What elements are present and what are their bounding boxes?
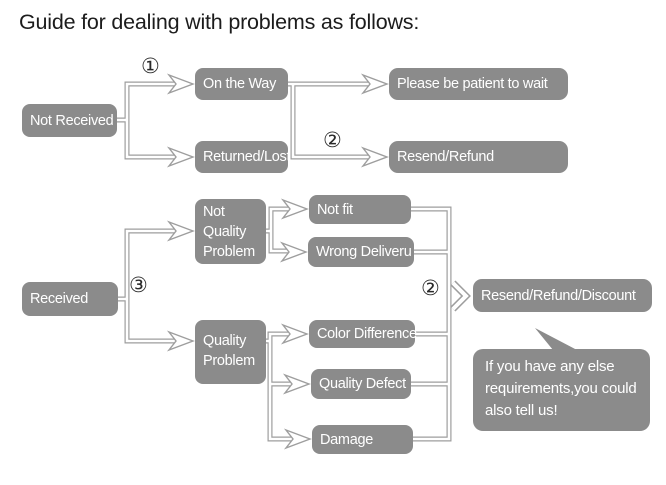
step-circle-2-top: ② xyxy=(323,128,342,152)
callout-tail xyxy=(535,328,577,350)
node-not-received: Not Received xyxy=(22,104,117,137)
node-returned-lost: Returned/Lost xyxy=(195,141,290,173)
node-on-the-way: On the Way xyxy=(195,68,288,100)
node-not-quality-problem: Not Quality Problem xyxy=(195,199,266,264)
step-circle-3: ③ xyxy=(129,273,148,297)
node-resend-refund-discount: Resend/Refund/Discount xyxy=(473,279,652,312)
chevron-right-icon-fill xyxy=(451,281,469,311)
node-wrong-delivery: Wrong Deliveru xyxy=(308,237,414,267)
page-title: Guide for dealing with problems as follo… xyxy=(19,10,420,34)
node-received: Received xyxy=(22,282,118,316)
step-circle-2-bottom: ② xyxy=(421,276,440,300)
connector-pipes-fill xyxy=(115,82,451,441)
node-quality-defect: Quality Defect xyxy=(311,369,411,399)
node-quality-problem: Quality Problem xyxy=(195,320,266,384)
node-not-fit: Not fit xyxy=(309,195,411,224)
node-resend-refund: Resend/Refund xyxy=(389,141,568,173)
step-circle-1: ① xyxy=(141,54,160,78)
node-color-difference: Color Difference xyxy=(309,320,417,348)
node-damage: Damage xyxy=(312,425,413,454)
callout-bubble: If you have any else requirements,you co… xyxy=(473,349,650,431)
node-please-be-patient: Please be patient to wait xyxy=(389,68,568,100)
